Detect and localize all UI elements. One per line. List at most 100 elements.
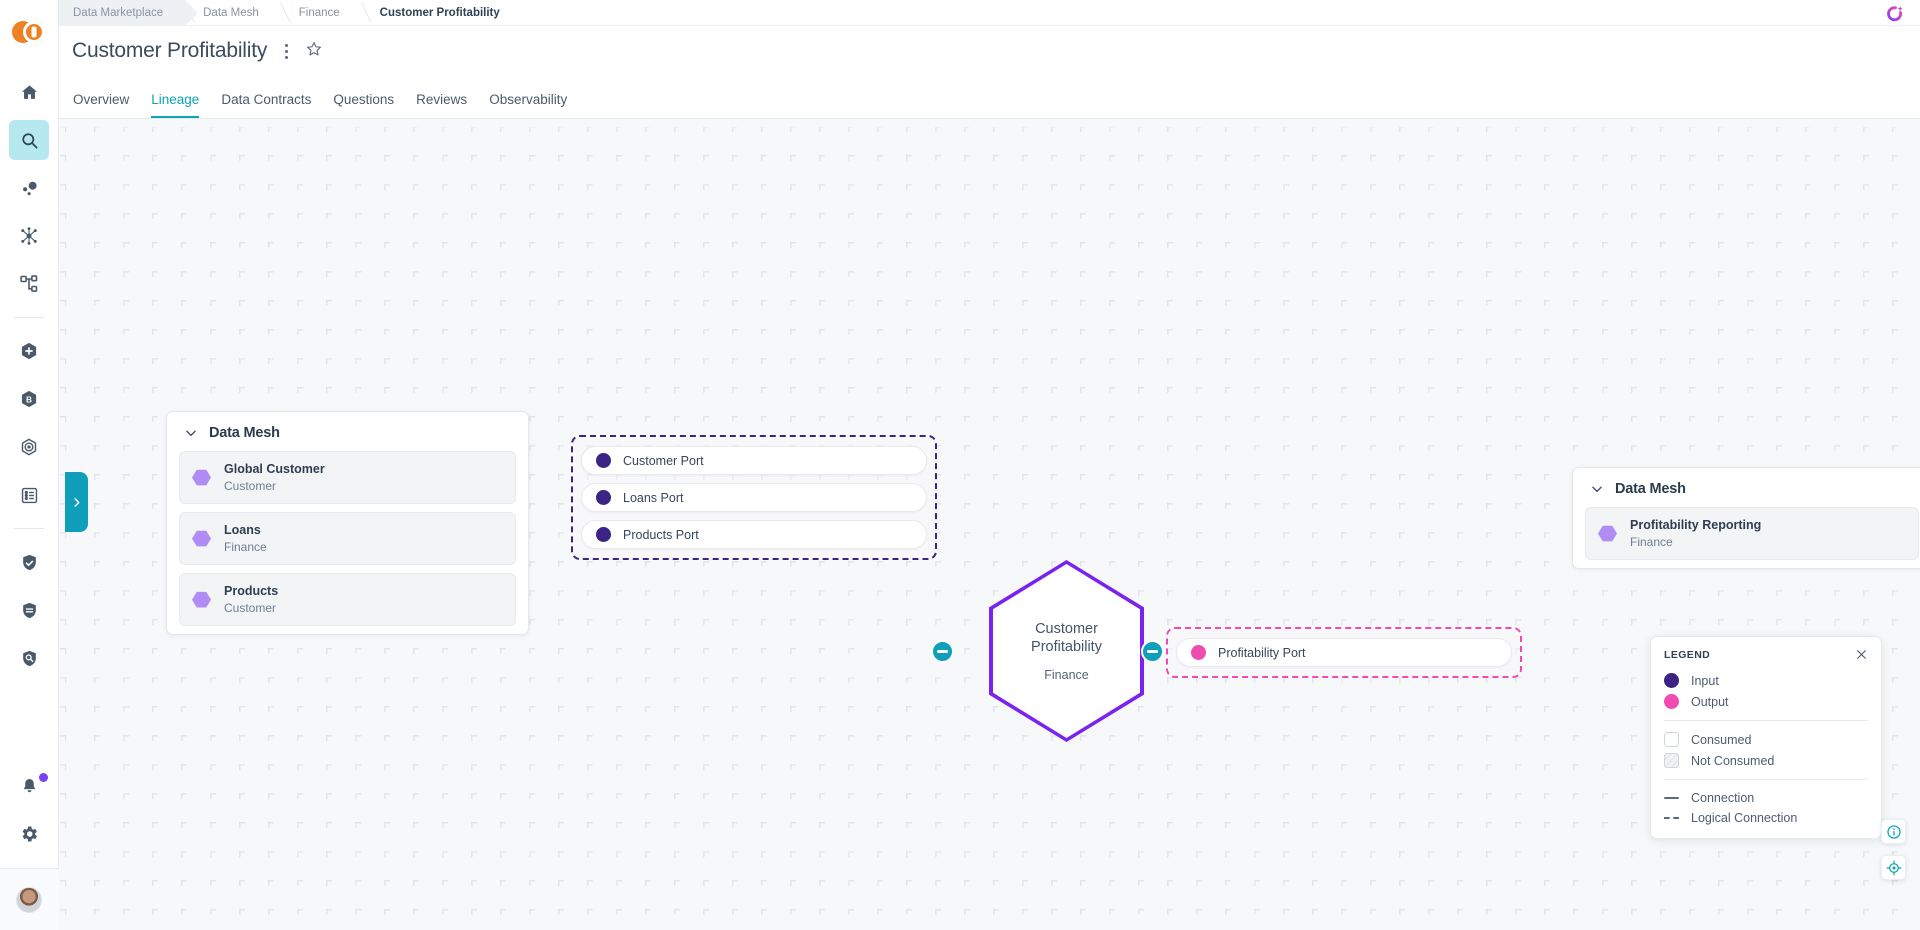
legend-label: Input bbox=[1691, 673, 1719, 688]
node-domain: Finance bbox=[1044, 668, 1089, 683]
star-outline-icon bbox=[307, 41, 322, 55]
port-loans[interactable]: Loans Port bbox=[581, 483, 927, 512]
data-product-hexagon-icon bbox=[192, 530, 211, 547]
add-hexagon-icon bbox=[21, 342, 37, 360]
sidebar-item-audit[interactable] bbox=[9, 638, 49, 678]
sidebar-item-home[interactable] bbox=[9, 72, 49, 112]
target-hexagon-icon bbox=[21, 438, 37, 456]
legend-header: LEGEND bbox=[1651, 648, 1881, 670]
legend-label: Not Consumed bbox=[1691, 753, 1775, 768]
group-title: Data Mesh bbox=[209, 425, 280, 441]
sidebar-item-hierarchy[interactable] bbox=[9, 264, 49, 304]
port-label: Profitability Port bbox=[1218, 645, 1306, 660]
tab-bar: Overview Lineage Data Contracts Question… bbox=[73, 92, 567, 118]
tab-lineage[interactable]: Lineage bbox=[151, 92, 200, 118]
legend-row-not-consumed: Not Consumed bbox=[1651, 750, 1881, 771]
sidebar-item-add-product[interactable] bbox=[9, 331, 49, 371]
list-item[interactable]: Loans Finance bbox=[179, 512, 516, 566]
tab-overview[interactable]: Overview bbox=[73, 92, 130, 107]
list-item-domain: Finance bbox=[1630, 534, 1673, 549]
legend-row-output: Output bbox=[1651, 691, 1881, 712]
list-item-name: Products bbox=[224, 584, 279, 599]
collapse-input-ports-button[interactable] bbox=[931, 640, 954, 663]
group-header: Data Mesh bbox=[167, 412, 528, 451]
ai-assistant-button[interactable] bbox=[1884, 3, 1906, 25]
tab-data-contracts[interactable]: Data Contracts bbox=[221, 92, 312, 107]
sidebar-item-data-bubbles[interactable] bbox=[9, 168, 49, 208]
title-row: Customer Profitability bbox=[72, 39, 323, 63]
tab-questions[interactable]: Questions bbox=[333, 92, 395, 107]
dashed-line-icon bbox=[1664, 817, 1679, 819]
network-nodes-icon bbox=[21, 227, 37, 245]
solid-line-icon bbox=[1664, 796, 1679, 800]
port-customer[interactable]: Customer Port bbox=[581, 446, 927, 475]
list-item-name: Global Customer bbox=[224, 462, 325, 476]
breadcrumb-item-current: Customer Profitability bbox=[362, 0, 522, 26]
sidebar-item-network[interactable] bbox=[9, 216, 49, 256]
tab-observability[interactable]: Observability bbox=[489, 92, 568, 107]
lineage-canvas[interactable]: Data Mesh Global Customer Customer Loans… bbox=[59, 119, 1920, 930]
left-icon-rail: B bbox=[0, 0, 59, 930]
list-view-icon bbox=[21, 487, 37, 503]
breadcrumb: Data Marketplace Data Mesh Finance Custo… bbox=[59, 0, 1920, 26]
info-button[interactable] bbox=[1881, 819, 1906, 844]
search-icon bbox=[21, 132, 37, 148]
sidebar-item-notifications[interactable] bbox=[9, 766, 49, 806]
list-item[interactable]: Global Customer Customer bbox=[179, 451, 516, 505]
sidebar-item-target[interactable] bbox=[9, 427, 49, 467]
list-item-name: Profitability Reporting bbox=[1630, 518, 1762, 532]
group-title: Data Mesh bbox=[1615, 481, 1686, 497]
group-header: Data Mesh bbox=[1573, 468, 1920, 507]
list-item[interactable]: Profitability Reporting Finance bbox=[1585, 507, 1919, 561]
data-product-hexagon-icon bbox=[1598, 525, 1617, 542]
sidebar-item-settings[interactable] bbox=[9, 814, 49, 854]
list-item-domain: Customer bbox=[224, 601, 277, 615]
recenter-button[interactable] bbox=[1881, 855, 1906, 880]
sidebar-item-list[interactable] bbox=[9, 475, 49, 515]
breadcrumb-item-finance[interactable]: Finance bbox=[281, 0, 362, 26]
tab-reviews[interactable]: Reviews bbox=[416, 92, 468, 107]
port-label: Products Port bbox=[623, 527, 699, 542]
breadcrumb-item-data-mesh[interactable]: Data Mesh bbox=[185, 0, 281, 26]
sidebar-item-governance[interactable] bbox=[9, 542, 49, 582]
list-item[interactable]: Products Customer bbox=[179, 573, 516, 627]
rail-divider-2 bbox=[14, 528, 44, 529]
b-hexagon-icon: B bbox=[21, 390, 37, 408]
hexagon-body: Customer Profitability Finance bbox=[993, 564, 1140, 738]
gear-icon bbox=[22, 826, 37, 842]
app-logo[interactable] bbox=[12, 16, 46, 50]
expand-left-panel-button[interactable] bbox=[65, 472, 88, 532]
shield-lines-icon bbox=[22, 602, 36, 618]
favorite-button[interactable] bbox=[305, 40, 323, 63]
collapse-output-ports-button[interactable] bbox=[1141, 640, 1164, 663]
close-legend-button[interactable] bbox=[1855, 648, 1868, 661]
user-avatar-area[interactable] bbox=[0, 868, 59, 930]
data-product-node[interactable]: Customer Profitability Finance bbox=[989, 560, 1144, 742]
kebab-menu-icon[interactable] bbox=[278, 42, 294, 60]
minus-circle-icon bbox=[937, 650, 948, 653]
svg-text:B: B bbox=[26, 395, 32, 405]
port-label: Loans Port bbox=[623, 490, 684, 505]
sidebar-item-search[interactable] bbox=[9, 120, 49, 160]
port-products[interactable]: Products Port bbox=[581, 520, 927, 549]
list-item-domain: Finance bbox=[224, 539, 267, 554]
node-title: Customer Profitability bbox=[1031, 620, 1102, 656]
sidebar-item-policies[interactable] bbox=[9, 590, 49, 630]
legend-row-consumed: Consumed bbox=[1651, 729, 1881, 750]
list-item-text: Loans Finance bbox=[224, 522, 267, 555]
node-title-line2: Profitability bbox=[1031, 639, 1102, 655]
legend-divider-2 bbox=[1664, 779, 1868, 780]
sidebar-item-business-glossary[interactable]: B bbox=[9, 379, 49, 419]
input-port-group: Customer Port Loans Port Products Port bbox=[571, 435, 937, 560]
chevron-down-icon[interactable] bbox=[184, 426, 198, 440]
output-port-group: Profitability Port bbox=[1166, 627, 1522, 678]
legend-title: LEGEND bbox=[1664, 648, 1711, 661]
breadcrumb-item-data-marketplace[interactable]: Data Marketplace bbox=[59, 0, 199, 26]
avatar[interactable] bbox=[16, 886, 42, 913]
close-icon bbox=[1857, 650, 1866, 659]
right-data-mesh-group: Data Mesh Profitability Reporting Financ… bbox=[1572, 467, 1920, 570]
home-icon bbox=[21, 84, 37, 99]
port-profitability[interactable]: Profitability Port bbox=[1176, 638, 1512, 667]
chevron-down-icon[interactable] bbox=[1590, 482, 1604, 496]
output-dot-icon bbox=[1664, 694, 1679, 709]
